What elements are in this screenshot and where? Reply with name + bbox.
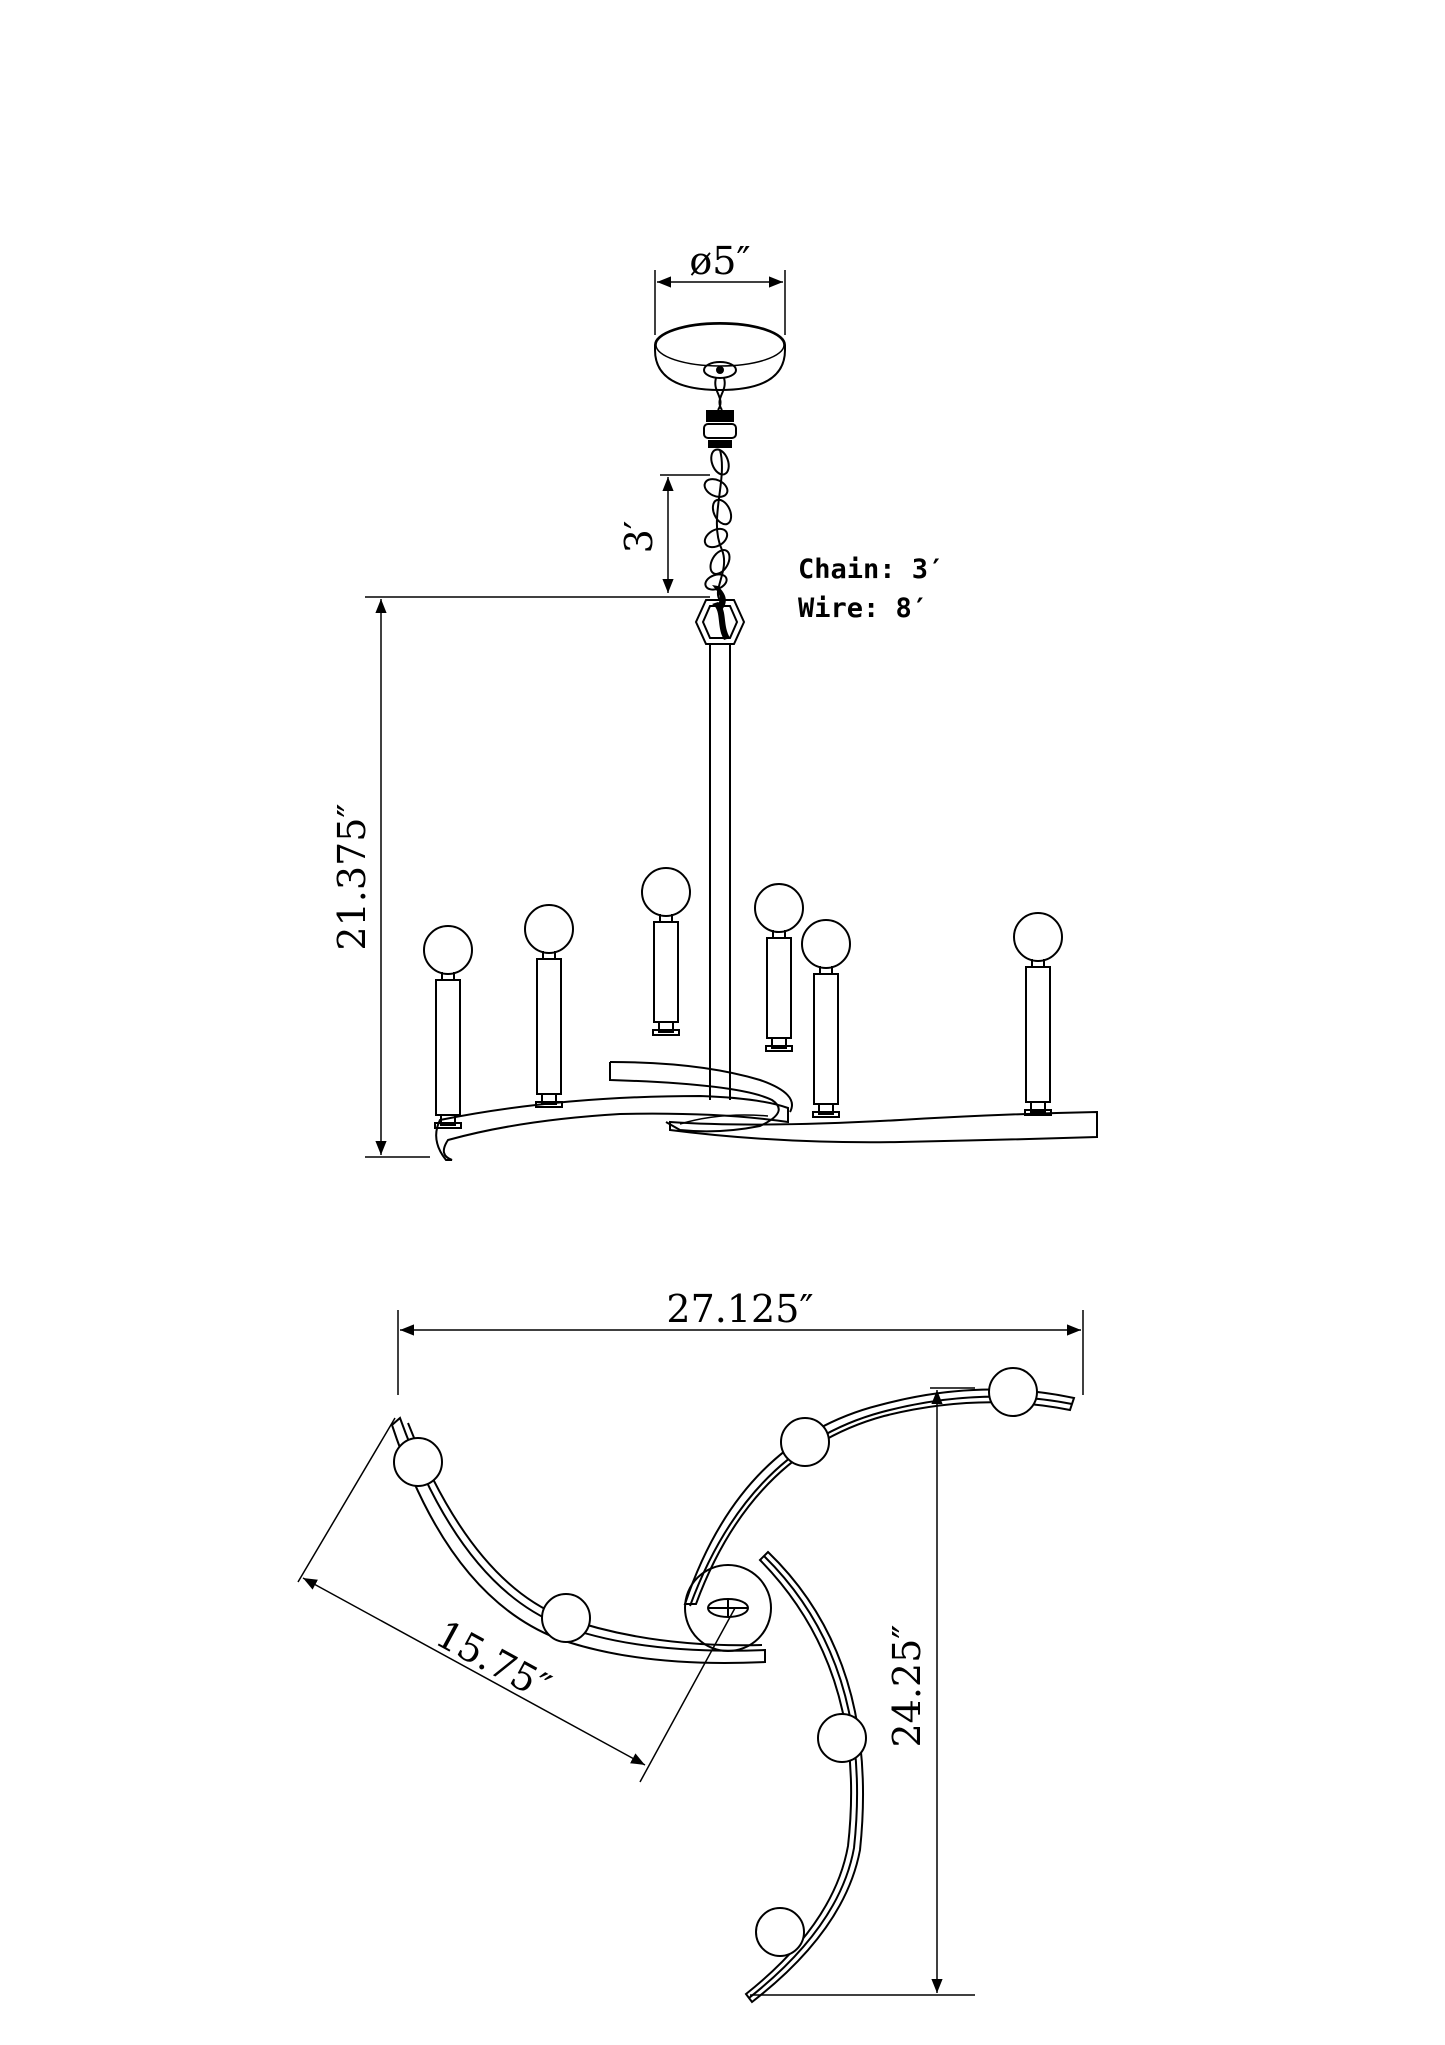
overall-width-label: 27.125″ <box>666 1287 813 1331</box>
fixture-height-label: 21.375″ <box>330 803 374 950</box>
top-arm-right <box>683 1388 1076 1607</box>
top-bulb-6 <box>755 1907 805 1957</box>
canopy-coupling <box>703 377 737 448</box>
candle-arm-2 <box>524 904 574 1108</box>
overall-depth-dimension: 24.25″ <box>750 1387 975 1996</box>
bulb-2 <box>524 904 574 954</box>
chain <box>703 448 733 610</box>
ceiling-canopy <box>654 322 786 392</box>
fixture-height-dimension: 21.375″ <box>330 596 710 1158</box>
bulb-6 <box>1013 912 1063 962</box>
wire-note: Wire: 8′ <box>798 593 928 624</box>
bulb-4 <box>754 883 804 933</box>
bulb-5 <box>801 919 851 969</box>
top-view: 27.125″ 24.25″ 15.75″ <box>297 1287 1084 2004</box>
bulb-3 <box>641 867 691 917</box>
candle-arm-3 <box>641 867 691 1036</box>
canopy-diameter-label: ø5″ <box>689 239 750 283</box>
curved-arms <box>435 1061 1098 1161</box>
overall-depth-label: 24.25″ <box>885 1625 929 1748</box>
canopy-diameter-dimension: ø5″ <box>654 239 786 335</box>
side-elevation: ø5″ <box>330 239 1098 1161</box>
top-arm-lower <box>744 1550 865 2004</box>
candle-arm-4 <box>754 883 804 1052</box>
top-bulb-1 <box>393 1437 443 1487</box>
hex-loop <box>694 599 746 645</box>
center-stem <box>709 644 731 1100</box>
arm-length-label: 15.75″ <box>429 1612 558 1709</box>
chain-note: Chain: 3′ <box>798 554 944 585</box>
top-bulb-2 <box>541 1593 591 1643</box>
top-bulb-4 <box>988 1367 1038 1417</box>
top-bulb-5 <box>817 1713 867 1763</box>
bulb-1 <box>423 925 473 975</box>
candle-arm-1 <box>423 925 473 1129</box>
center-hub <box>684 1564 772 1652</box>
overall-width-dimension: 27.125″ <box>397 1287 1084 1395</box>
candle-arm-6 <box>1013 912 1063 1116</box>
chain-length-label: 3′ <box>617 521 661 554</box>
top-bulb-3 <box>780 1417 830 1467</box>
chain-length-dimension: 3′ <box>617 474 710 593</box>
candle-arm-5 <box>801 919 851 1118</box>
